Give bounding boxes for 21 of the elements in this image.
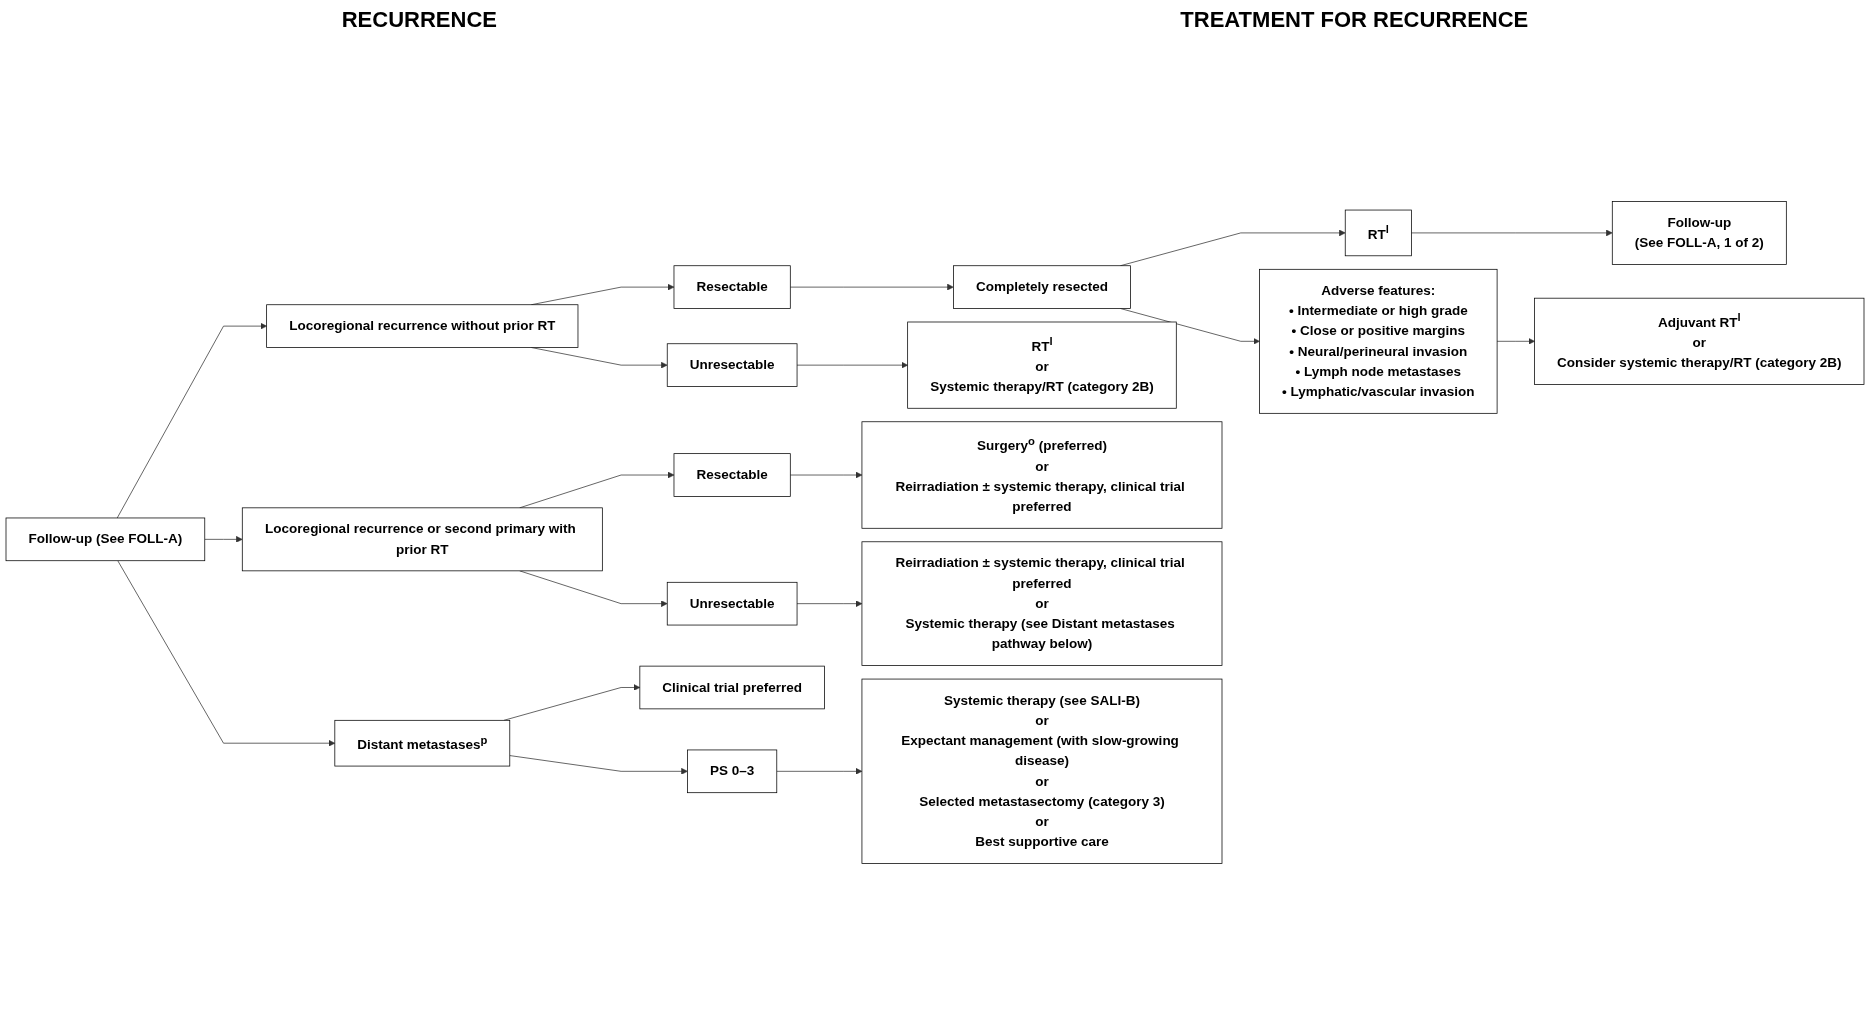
node-box: Systemic therapy (see SALI-B) or Expectant management (with slow-growing disease) or Selected metastasectomy (category 3) or Best supportive care (861, 678, 1223, 864)
node-box: Adjuvant RT$^{l}$ or Consider systemic therapy/RT (category 2B) (1534, 297, 1865, 385)
node-box: Resectable (673, 453, 791, 497)
node-box: RT$^{l}$ (1344, 209, 1412, 257)
node-box: PS 0–3 (687, 749, 778, 794)
node-box: Completely resected (953, 265, 1131, 309)
node-box: Surgery$^{o}$ (preferred) or Reirradiation ± systemic therapy, clinical trial preferred (861, 421, 1223, 529)
column-heading: RECURRENCE (341, 7, 497, 33)
node-box: Follow-up (See FOLL-A, 1 of 2) (1611, 201, 1787, 265)
node-box: Resectable (673, 265, 791, 309)
column-heading: TREATMENT FOR RECURRENCE (1180, 7, 1529, 33)
node-box: RT$^{l}$ or Systemic therapy/RT (category 2B) (907, 321, 1177, 409)
node-box: Adverse features: • Intermediate or high grade • Close or positive margins • Neural/perineural invasion • Lymph node metastases • Lymphatic/vascular invasion (1259, 268, 1498, 414)
node-box: Distant metastases$^{p}$ (334, 719, 511, 767)
node-box: Follow-up (See FOLL-A) (5, 517, 206, 562)
node-box: Reirradiation ± systemic therapy, clinical trial preferred or Systemic therapy (see Distant metastases pathway below) (861, 541, 1223, 666)
node-box: Locoregional recurrence without prior RT (266, 304, 579, 348)
node-box: Unresectable (666, 343, 798, 387)
node-box: Clinical trial preferred (639, 665, 825, 710)
node-box: Unresectable (666, 581, 798, 626)
node-box: Locoregional recurrence or second primary with prior RT (241, 507, 603, 572)
